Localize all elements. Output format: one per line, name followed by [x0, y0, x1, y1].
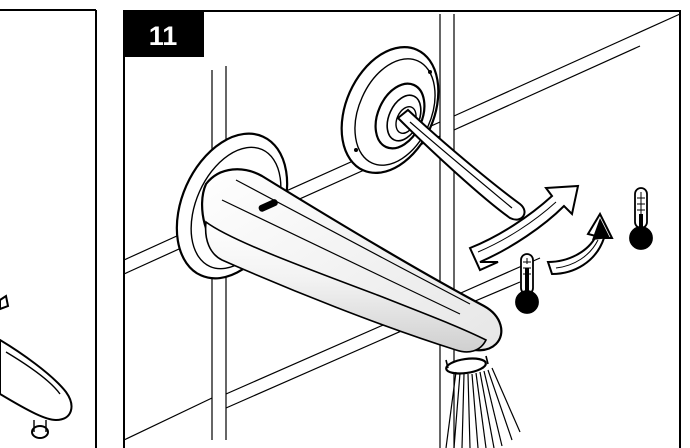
water-stream-icon	[445, 367, 521, 448]
rotate-cold-arrow-icon	[546, 211, 614, 276]
lever-handle-icon	[340, 46, 526, 221]
step-badge: 11	[124, 11, 204, 57]
thermometer-hot-icon	[515, 253, 539, 314]
previous-step-panel	[0, 9, 97, 448]
step-number: 11	[149, 21, 178, 51]
partial-spout-icon	[0, 294, 73, 439]
thermometer-cold-icon	[629, 187, 653, 250]
rotate-hot-arrow-icon	[468, 184, 580, 272]
brand-logo-icon	[258, 199, 278, 212]
step-11-panel: 11	[123, 10, 681, 448]
spout-icon	[175, 132, 503, 375]
